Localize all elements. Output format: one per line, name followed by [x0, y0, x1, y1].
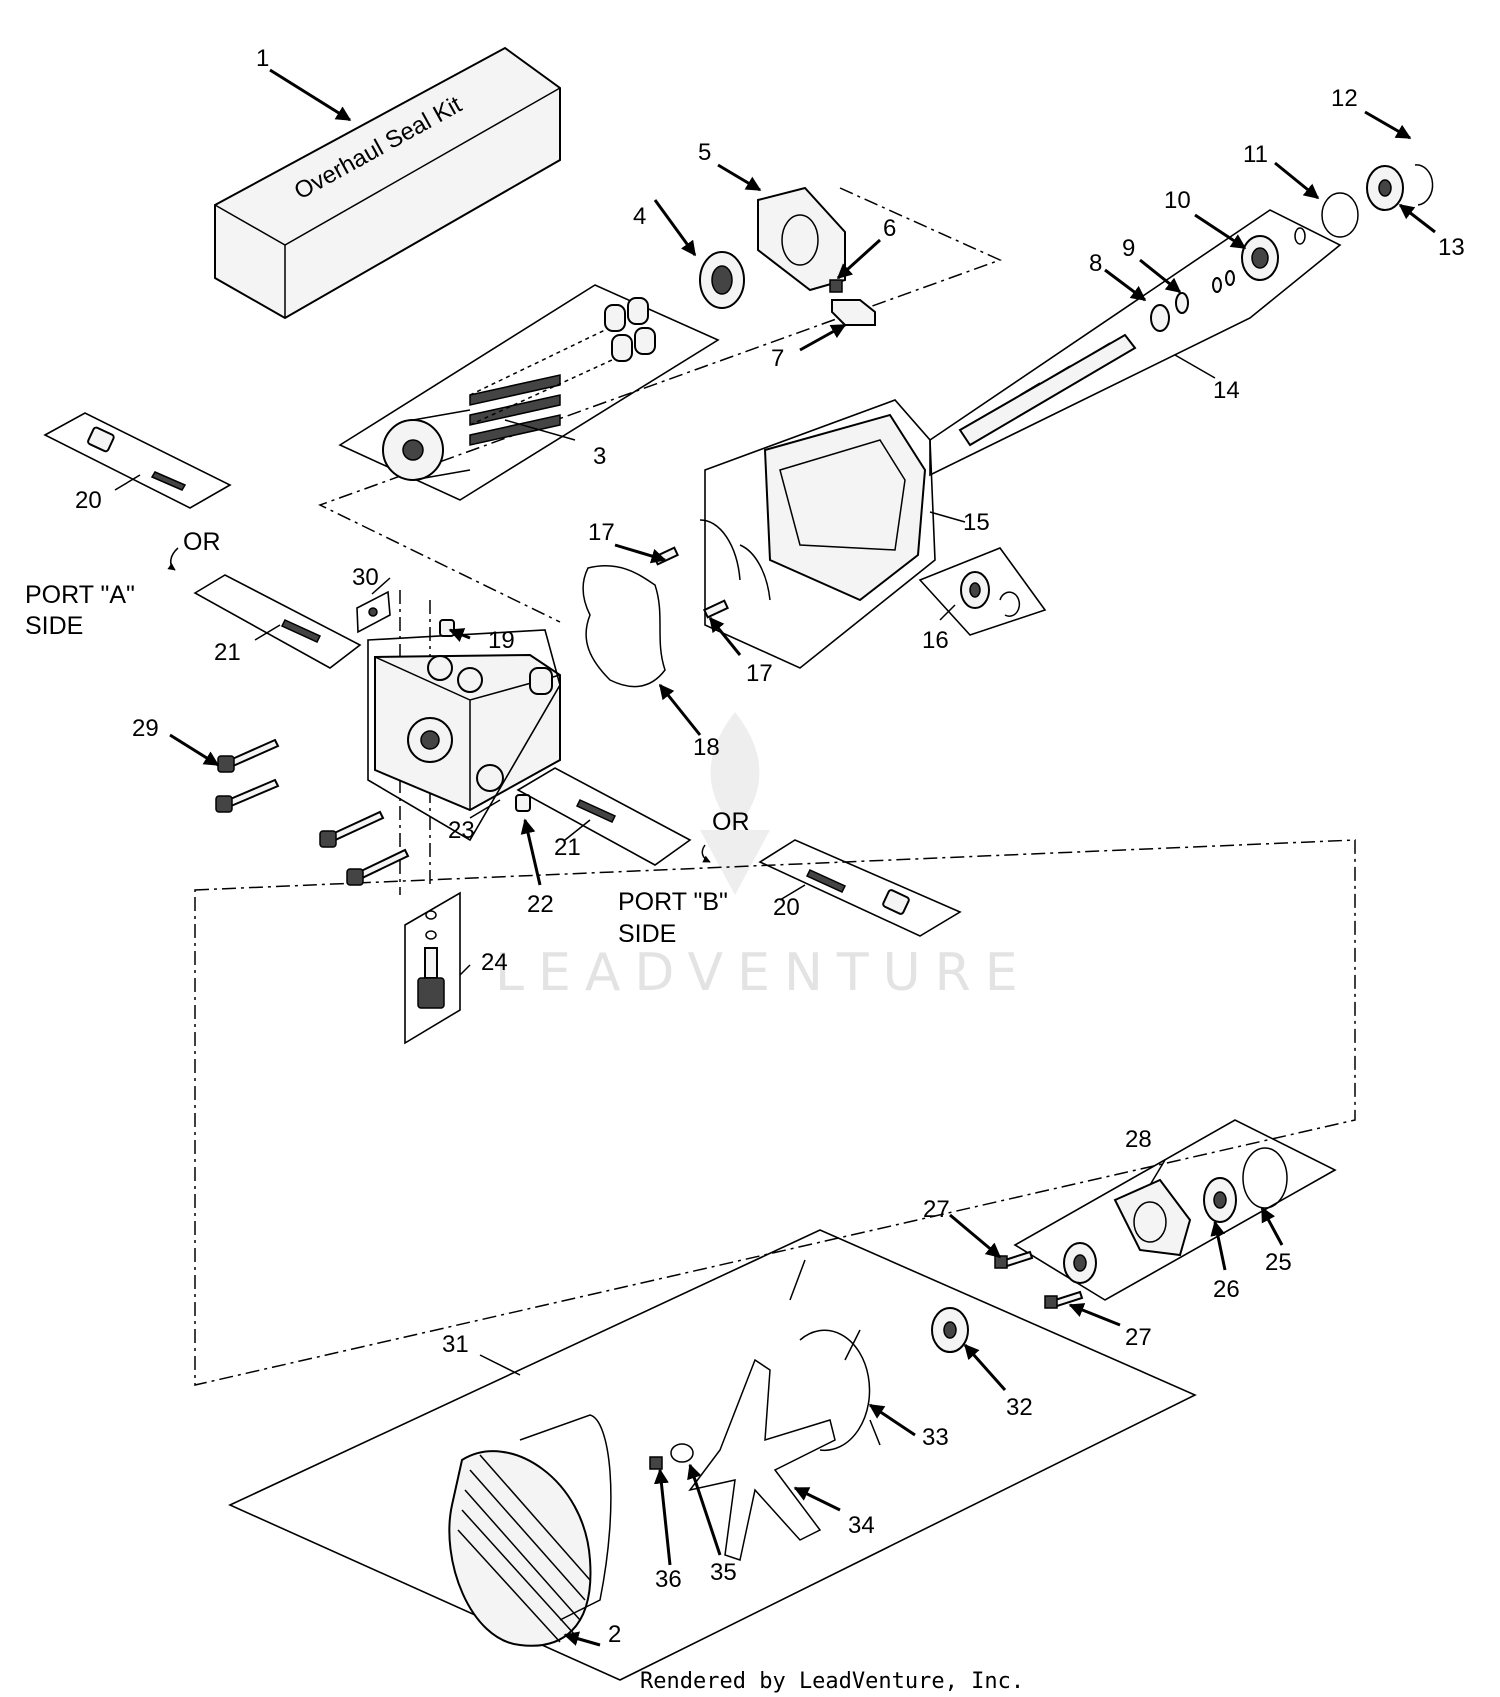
callout-34: 34 [848, 1512, 875, 1539]
callout-numbers: 1 2 3 4 5 6 7 8 9 10 11 12 13 14 15 16 1… [75, 45, 1465, 1648]
callout-29: 29 [132, 715, 159, 742]
port-a-label-line1: PORT "A" [25, 581, 135, 609]
retaining-parts [1321, 164, 1434, 238]
callout-21a: 21 [214, 639, 241, 666]
callout-20b: 20 [773, 894, 800, 921]
callout-26: 26 [1213, 1276, 1240, 1303]
callout-11: 11 [1243, 141, 1268, 168]
callout-2: 2 [608, 1621, 621, 1648]
callout-18: 18 [693, 734, 720, 761]
callout-1: 1 [256, 45, 269, 72]
end-cap-block [367, 629, 561, 842]
callout-13: 13 [1438, 234, 1465, 261]
watermark-text: LEADVENTURE [495, 943, 1032, 1003]
callout-19: 19 [488, 627, 515, 654]
cylinder-block-kit [338, 284, 720, 501]
callout-5: 5 [698, 139, 711, 166]
or-label-b: OR [712, 808, 750, 836]
bolts [215, 738, 410, 886]
callout-20a: 20 [75, 487, 102, 514]
callout-17a: 17 [588, 519, 615, 546]
port-labels: OR PORT "A" SIDE OR PORT "B" SIDE [25, 528, 750, 948]
callout-23: 23 [448, 817, 475, 844]
input-shaft-group [929, 209, 1342, 477]
callout-33: 33 [922, 1424, 949, 1451]
port-a-label-line2: SIDE [25, 612, 83, 640]
main-housing [699, 399, 936, 669]
callout-14: 14 [1213, 377, 1240, 404]
callout-9: 9 [1122, 235, 1135, 262]
check-ball-item [356, 590, 391, 634]
callout-21b: 21 [554, 834, 581, 861]
callout-35: 35 [710, 1559, 737, 1586]
overhaul-seal-kit-box: Overhaul Seal Kit [214, 46, 561, 320]
port-b-label-line1: PORT "B" [618, 888, 728, 916]
callout-7: 7 [771, 345, 784, 372]
callout-27b: 27 [1125, 1324, 1152, 1351]
callout-16: 16 [922, 627, 949, 654]
callout-17b: 17 [746, 660, 773, 687]
callout-leaders [114, 354, 1216, 1376]
shaft-seal [699, 251, 745, 309]
callout-28: 28 [1125, 1126, 1152, 1153]
callout-8: 8 [1089, 250, 1102, 277]
fan-and-shroud-group [228, 1229, 1197, 1681]
leadventure-watermark: LEADVENTURE [495, 712, 1032, 1003]
callout-24: 24 [481, 949, 508, 976]
callout-3: 3 [593, 443, 606, 470]
render-credit: Rendered by LeadVenture, Inc. [640, 1669, 1024, 1694]
callout-10: 10 [1164, 187, 1191, 214]
or-label-a: OR [183, 528, 221, 556]
callout-25: 25 [1265, 1249, 1292, 1276]
callout-15: 15 [963, 509, 990, 536]
callout-32: 32 [1006, 1394, 1033, 1421]
bearing-seal-group [918, 547, 1047, 636]
callout-12: 12 [1331, 85, 1358, 112]
port-b-label-line2: SIDE [618, 920, 676, 948]
callout-31: 31 [442, 1331, 469, 1358]
callout-22: 22 [527, 891, 554, 918]
trunnion-arm [829, 279, 876, 326]
callout-6: 6 [883, 215, 896, 242]
pins-and-gasket [582, 546, 729, 688]
valve-groups [43, 412, 962, 937]
callout-36: 36 [655, 1566, 682, 1593]
bypass-valve [404, 891, 461, 1045]
callout-27a: 27 [923, 1196, 950, 1223]
callout-30: 30 [352, 564, 379, 591]
charge-pump-group [994, 1119, 1337, 1309]
callout-4: 4 [633, 203, 646, 230]
callout-arrows [169, 68, 1436, 1647]
swashplate [757, 186, 846, 292]
